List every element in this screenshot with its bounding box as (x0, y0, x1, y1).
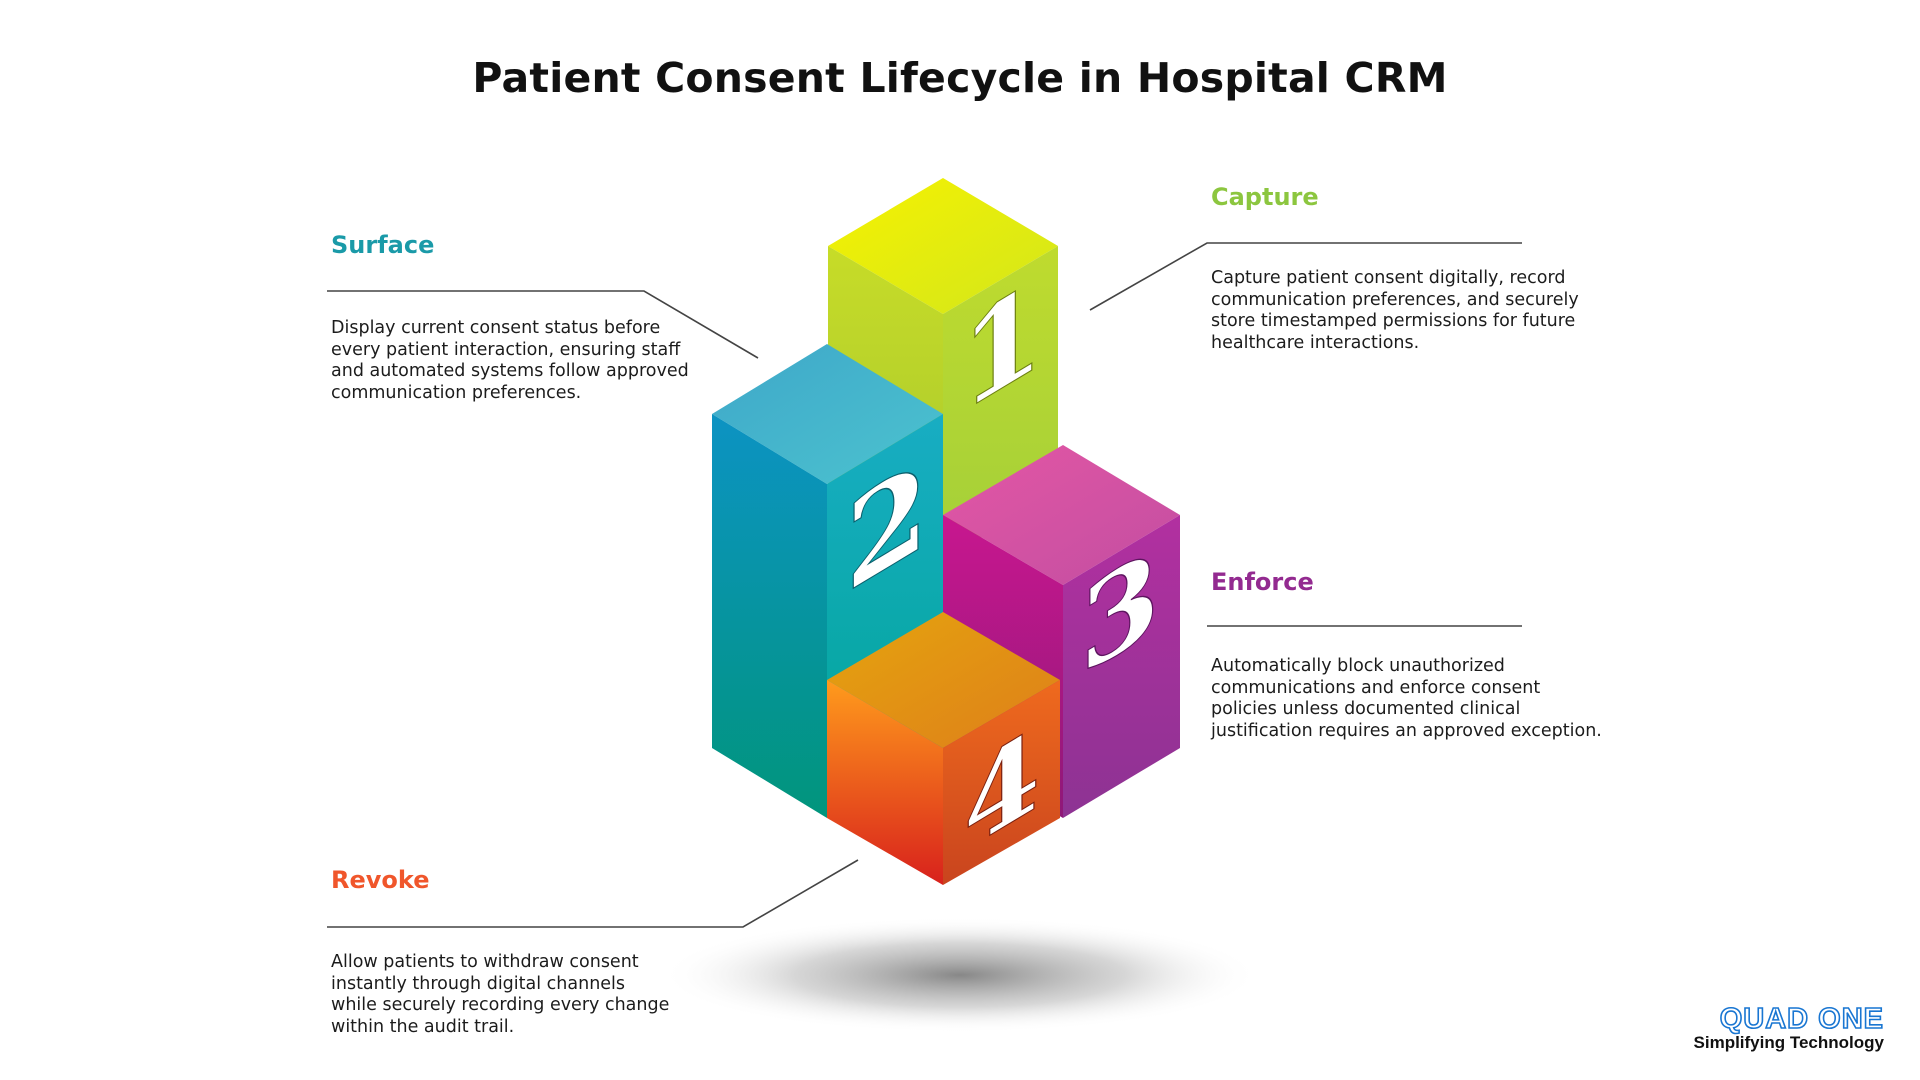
desc-line: while securely recording every change (331, 995, 670, 1015)
desc-line: communication preferences, and securely (1211, 289, 1579, 310)
logo-name: QUAD ONE (1719, 1003, 1884, 1035)
desc-line: store timestamped permissions for future (1211, 311, 1576, 331)
step-desc-capture: Capture patient consent digitally, recor… (1211, 268, 1579, 354)
desc-line: communication preferences. (331, 382, 582, 403)
step-title-enforce: Enforce (1211, 568, 1314, 596)
page-title: Patient Consent Lifecycle in Hospital CR… (472, 54, 1448, 102)
desc-line: Allow patients to withdraw consent (331, 952, 639, 972)
desc-line: Capture patient consent digitally, recor… (1211, 268, 1566, 288)
desc-line: communications and enforce consent (1211, 677, 1541, 698)
desc-line: justification requires an approved excep… (1211, 720, 1602, 741)
desc-line: Automatically block unauthorized (1211, 656, 1505, 676)
step-desc-enforce: Automatically block unauthorized communi… (1211, 656, 1602, 742)
step-desc-revoke: Allow patients to withdraw consent insta… (331, 952, 669, 1038)
connector-capture (1089, 242, 1522, 311)
desc-line: every patient interaction, ensuring staf… (331, 339, 681, 360)
desc-line: Display current consent status before (331, 318, 661, 338)
step-title-capture: Capture (1211, 183, 1319, 211)
desc-line: healthcare interactions. (1211, 332, 1420, 353)
step-desc-surface: Display current consent status before ev… (331, 318, 689, 404)
ground-shadow (660, 917, 1260, 1033)
desc-line: instantly through digital channels (331, 973, 626, 994)
company-logo: QUAD ONE Simplifying Technology (1693, 1003, 1884, 1053)
step-title-revoke: Revoke (331, 866, 430, 894)
block-2: 2 (712, 344, 943, 818)
logo-tagline: Simplifying Technology (1693, 1033, 1884, 1052)
desc-line: within the audit trail. (331, 1016, 515, 1037)
connector-revoke (327, 859, 859, 928)
connector-surface (327, 290, 759, 359)
step-title-surface: Surface (331, 231, 435, 259)
desc-line: and automated systems follow approved (331, 361, 689, 381)
desc-line: policies unless documented clinical (1211, 699, 1521, 719)
